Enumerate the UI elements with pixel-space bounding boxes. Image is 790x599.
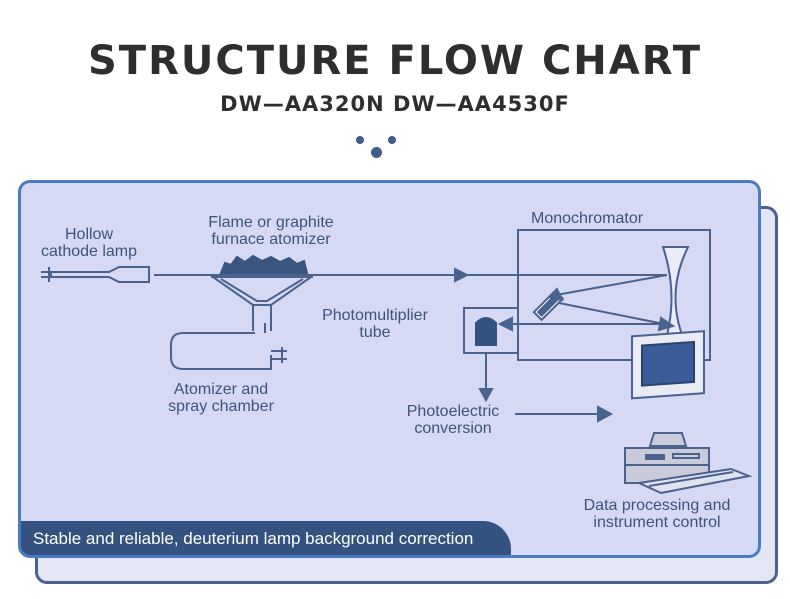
arrow-icon [497, 316, 513, 332]
decorative-dot [388, 136, 396, 144]
page-title: STRUCTURE FLOW CHART [87, 38, 703, 84]
ray [555, 274, 668, 296]
arrow-icon [597, 405, 614, 423]
flow-diagram [41, 229, 753, 495]
model-subtitle: DW—AA320N DW—AA4530F [220, 92, 570, 116]
photomultiplier-tube-label: Photomultiplier tube [322, 307, 428, 341]
diagram-panel: Hollow cathode lamp Flame or graphite fu… [18, 180, 761, 558]
arrow-icon [478, 388, 494, 403]
photomultiplier-icon [475, 317, 497, 346]
monochromator-label: Monochromator [531, 210, 644, 227]
flame-atomizer-icon [211, 254, 313, 331]
photoelectric-conversion-label: Photoelectric conversion [406, 403, 500, 437]
feature-banner-text: Stable and reliable, deuterium lamp back… [33, 529, 474, 548]
photomultiplier-housing [463, 307, 519, 354]
monochromator-box [517, 229, 711, 361]
arrow-icon [547, 287, 564, 302]
arrow-icon [454, 267, 470, 283]
atomizer-label: Flame or graphite furnace atomizer [208, 214, 334, 248]
computer-icon [624, 330, 753, 495]
lamp-icon [41, 266, 150, 283]
feature-banner: Stable and reliable, deuterium lamp back… [21, 521, 511, 555]
decorative-dot [356, 136, 364, 144]
data-processing-label: Data processing and instrument control [583, 497, 731, 531]
decorative-dot [371, 147, 382, 158]
ray [558, 302, 665, 325]
spray-chamber-label: Atomizer and spray chamber [168, 381, 274, 415]
spray-chamber-icon [170, 323, 287, 370]
hollow-cathode-lamp-label: Hollow cathode lamp [40, 226, 138, 260]
